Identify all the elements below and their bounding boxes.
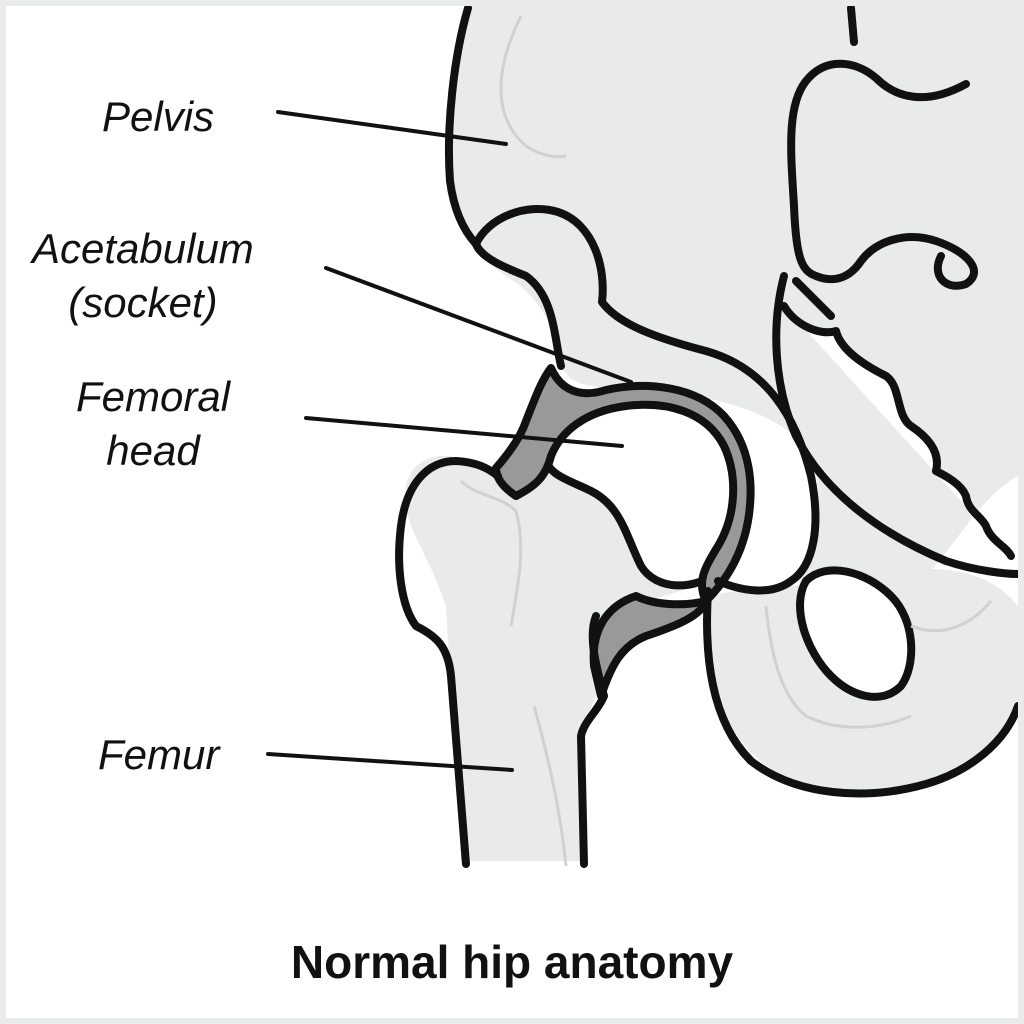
sacral-wing-outline [772,272,1018,578]
diagram-caption: Normal hip anatomy [290,936,734,988]
pelvis-inner-contour [499,15,567,159]
label-acetabulum-line2: (socket) [68,279,218,326]
femur-outline [395,457,502,868]
label-pelvis-text: Pelvis [102,93,215,140]
label-acetabulum: Acetabulum (socket) [32,222,254,330]
femur-leader-line [266,752,514,772]
label-femur-text: Femur [98,731,220,778]
pelvis-leader-line [276,110,508,146]
label-femoral-head-line2: head [106,427,200,474]
label-femoral-head: Femoral head [76,370,230,478]
femoral-head-leader-line [304,416,624,448]
acetabulum-leader-line [324,266,633,384]
pelvis-outline [445,6,820,595]
iliac-crest-outline [472,240,565,370]
lower-pelvis-outline [703,587,1018,798]
lower-pelvis-inner-contour [764,600,993,729]
label-acetabulum-line1: Acetabulum [32,225,254,272]
femoral-neck-cartilage [589,592,710,700]
hip-anatomy-illustration [266,6,1018,868]
sacral-joint-lower [792,277,835,320]
sacroiliac-joint-outline [780,302,1015,560]
femur-inner-contour [459,479,568,867]
label-femur: Femur [98,728,219,782]
femur-medial-outline [577,612,608,868]
obturator-foramen [796,566,916,701]
label-femoral-head-line1: Femoral [76,373,231,420]
sacrum-outline [787,6,978,290]
pelvis-bone [448,6,1018,615]
label-pelvis: Pelvis [102,90,214,144]
